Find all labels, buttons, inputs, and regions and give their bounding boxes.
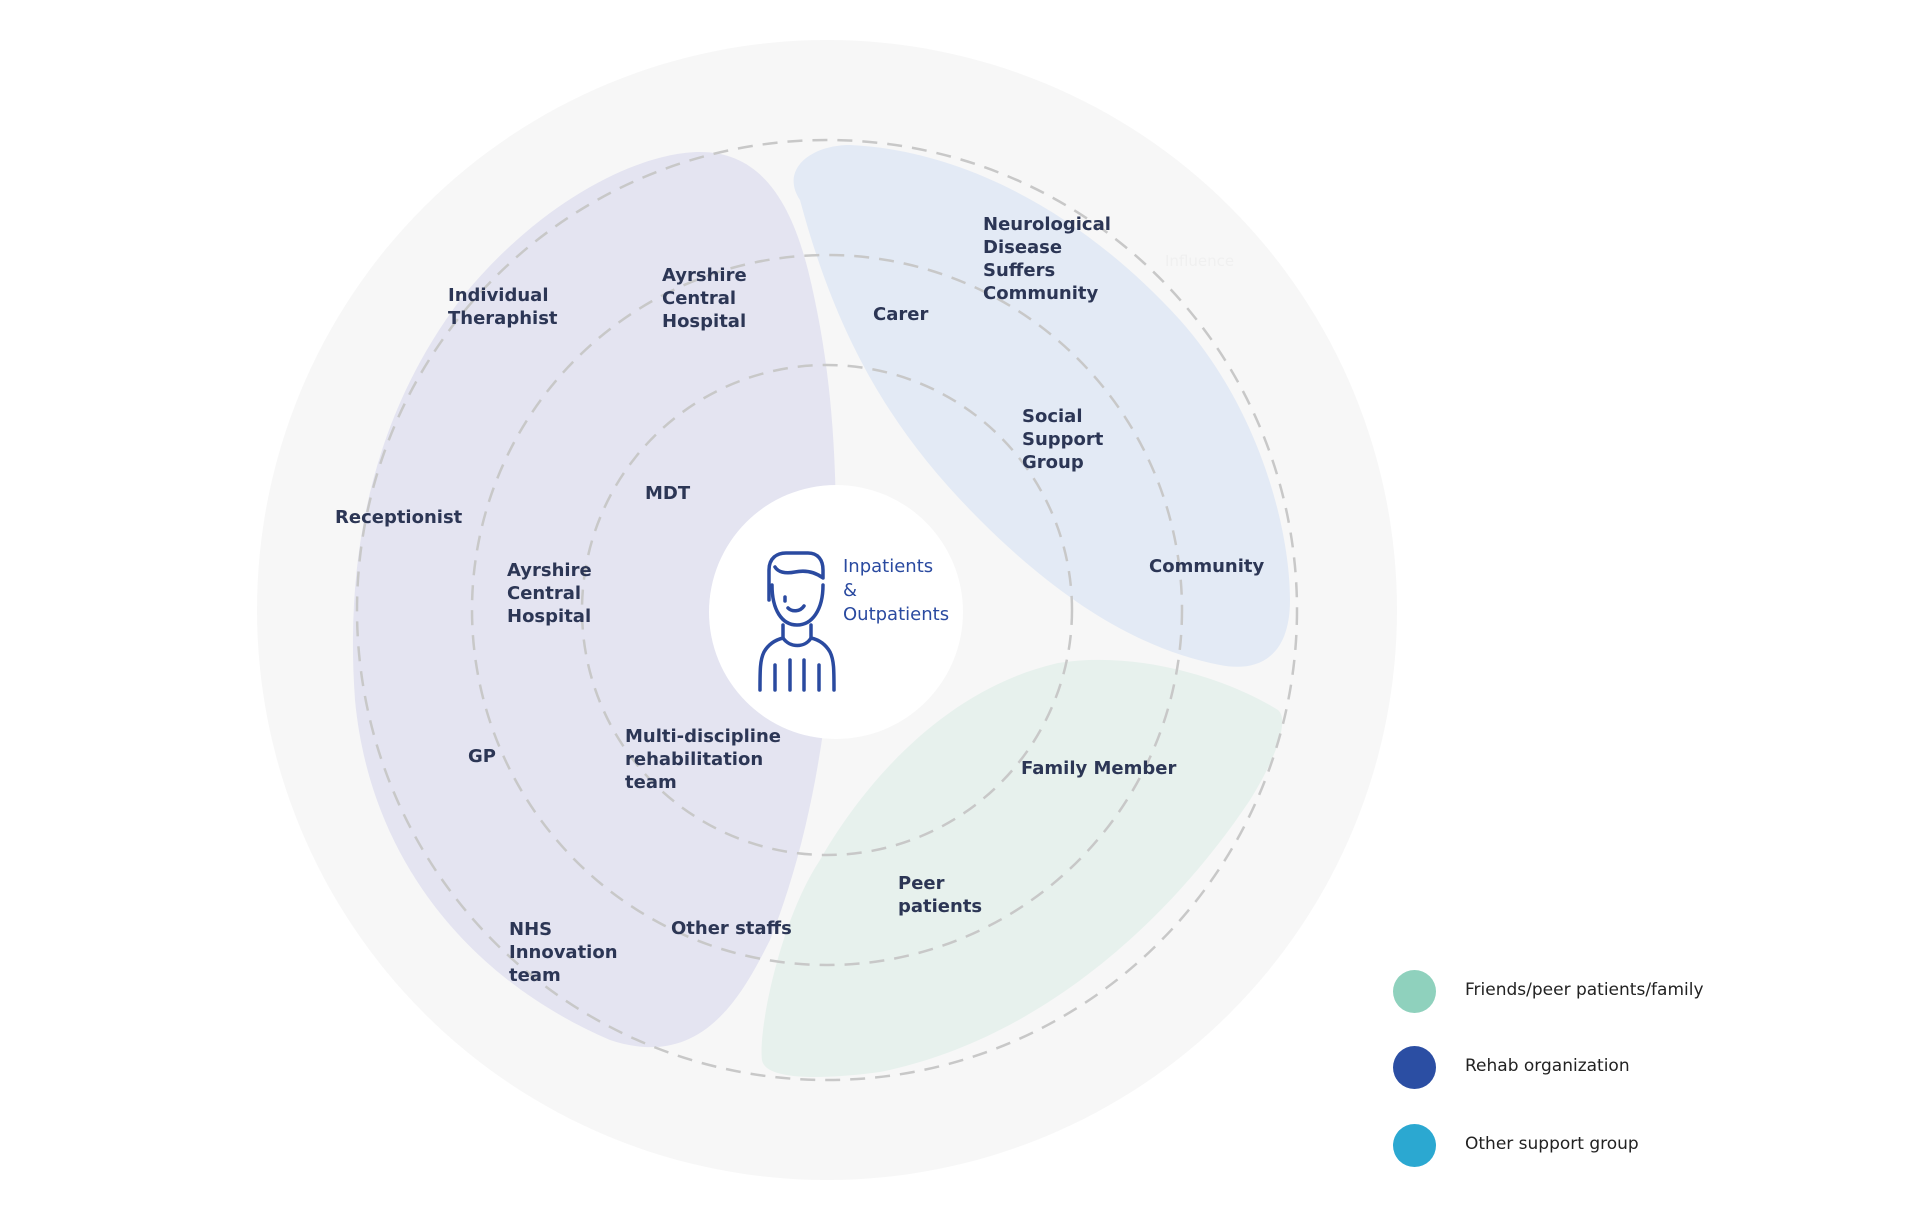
- dashed-ring-inner: [580, 363, 1074, 857]
- label-community: Community: [1149, 556, 1265, 577]
- center-circle: [709, 485, 963, 739]
- label-ayrshire-inner: Ayrshire Central Hospital: [507, 560, 592, 627]
- patient-icon: [758, 551, 836, 692]
- legend-label-other-support: Other support group: [1465, 1134, 1639, 1154]
- legend-label-friends: Friends/peer patients/family: [1465, 980, 1704, 1000]
- label-family-member: Family Member: [1021, 758, 1177, 779]
- legend-dot-rehab: [1393, 1045, 1436, 1089]
- legend-item-friends: Friends/peer patients/family: [1393, 969, 1704, 1013]
- label-carer: Carer: [873, 304, 929, 325]
- legend-dot-friends: [1393, 969, 1436, 1013]
- label-nhs: NHS Innovation team: [509, 919, 618, 986]
- label-ayrshire-outer: Ayrshire Central Hospital: [662, 265, 747, 332]
- dashed-ring-middle: [470, 253, 1184, 967]
- legend-item-other-support: Other support group: [1393, 1123, 1639, 1167]
- label-multi-discipline: Multi-discipline rehabilitation team: [625, 726, 781, 793]
- label-other-staffs: Other staffs: [671, 918, 792, 939]
- label-social-support: Social Support Group: [1022, 406, 1104, 473]
- label-receptionist: Receptionist: [335, 507, 463, 528]
- label-gp: GP: [468, 746, 496, 767]
- friends-region: [761, 659, 1283, 1077]
- dashed-ring-outer: [355, 138, 1299, 1082]
- label-individual-therapist: Individual Theraphist: [448, 285, 558, 329]
- center-label: Inpatients & Outpatients: [843, 556, 950, 625]
- legend-dot-other-support: [1393, 1123, 1436, 1167]
- rehab-region: [352, 152, 836, 1048]
- label-mdt: MDT: [645, 483, 691, 504]
- label-peer-patients: Peer patients: [898, 873, 983, 917]
- legend-item-rehab: Rehab organization: [1393, 1045, 1630, 1089]
- label-neurological: Neurological Disease Suffers Community: [983, 214, 1111, 304]
- support-region: [793, 145, 1290, 667]
- legend-label-rehab: Rehab organization: [1465, 1056, 1630, 1076]
- faint-label: Influence: [1165, 252, 1235, 270]
